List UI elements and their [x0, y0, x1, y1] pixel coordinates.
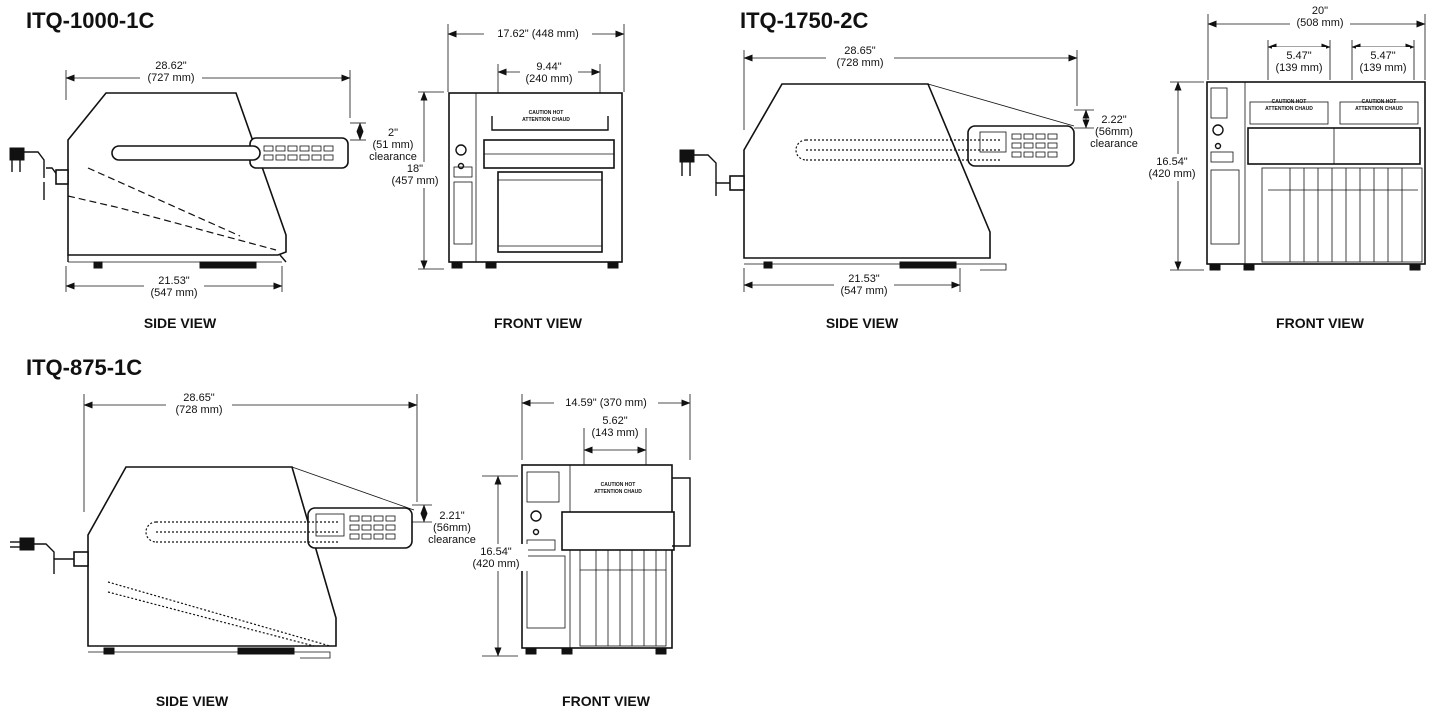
model-title-itq-875-1c: ITQ-875-1C [26, 355, 142, 380]
itq-1000-1c-front-view: 17.62" (448 mm) 9.44" (240 mm) CAUTION H… [388, 24, 625, 331]
dim-side-base: 21.53" [848, 273, 880, 285]
dim-side-length-mm: (728 mm) [175, 404, 222, 416]
dim-front-belt-a: 5.47" [1286, 50, 1311, 62]
warning-attention-left: ATTENTION CHAUD [1265, 106, 1313, 112]
dim-side-base: 21.53" [158, 275, 190, 287]
warning-caution-right: CAUTION HOT [1362, 99, 1397, 105]
dim-side-length-mm: (727 mm) [147, 72, 194, 84]
view-label-side: SIDE VIEW [156, 693, 229, 709]
dim-side-length: 28.65" [844, 45, 876, 57]
dim-front-belt-a-mm: (139 mm) [1275, 62, 1322, 74]
dim-clearance: 2.22" [1101, 114, 1126, 126]
dim-side-length-mm: (728 mm) [836, 57, 883, 69]
view-label-side: SIDE VIEW [826, 315, 899, 331]
dim-side-base-mm: (547 mm) [150, 287, 197, 299]
dim-front-width: 17.62" (448 mm) [497, 28, 579, 40]
dim-front-belt: 9.44" [536, 61, 561, 73]
warning-attention: ATTENTION CHAUD [594, 489, 642, 495]
dim-front-height: 16.54" [480, 546, 512, 558]
control-keypad [979, 131, 1058, 158]
model-title-itq-1000-1c: ITQ-1000-1C [26, 8, 154, 33]
dim-front-width-mm: (508 mm) [1296, 17, 1343, 29]
dim-clearance-label: clearance [369, 151, 417, 163]
itq-875-1c-side-view: 28.65" (728 mm) 2.21" (56mm) [10, 390, 476, 709]
itq-1000-1c-side-view: 28.62" (727 mm) 2" (51 mm) clearance [9, 59, 417, 331]
view-label-front: FRONT VIEW [562, 693, 651, 709]
dim-clearance-mm: (56mm) [1095, 126, 1133, 138]
dim-front-height: 16.54" [1156, 156, 1188, 168]
dim-clearance-label: clearance [1090, 138, 1138, 150]
dim-side-length: 28.65" [183, 392, 215, 404]
warning-attention: ATTENTION CHAUD [522, 117, 570, 123]
dim-clearance-label: clearance [428, 534, 476, 546]
dim-front-belt-b: 5.47" [1370, 50, 1395, 62]
itq-1750-2c-front-view: 20" (508 mm) 5.47" (139 mm) 5.47" (139 m… [1142, 4, 1426, 331]
view-label-side: SIDE VIEW [144, 315, 217, 331]
model-title-itq-1750-2c: ITQ-1750-2C [740, 8, 868, 33]
power-cord [679, 149, 745, 196]
warning-caution: CAUTION HOT [529, 110, 564, 116]
warning-caution: CAUTION HOT [601, 482, 636, 488]
dim-front-height-mm: (420 mm) [472, 558, 519, 570]
dim-front-height-mm: (420 mm) [1148, 168, 1195, 180]
warning-caution-left: CAUTION HOT [1272, 99, 1307, 105]
view-label-front: FRONT VIEW [494, 315, 583, 331]
itq-875-1c-front-view: 14.59" (370 mm) 5.62" (143 mm) CAUTION H… [466, 394, 691, 709]
dim-front-belt-b-mm: (139 mm) [1359, 62, 1406, 74]
dim-side-length: 28.62" [155, 60, 187, 72]
dim-clearance: 2.21" [439, 510, 464, 522]
dim-clearance-mm: (56mm) [433, 522, 471, 534]
itq-1750-2c-side-view: 28.65" (728 mm) 2.22" (56mm) cleara [679, 43, 1138, 331]
control-keypad [263, 145, 334, 161]
dim-front-height: 18" [407, 163, 423, 175]
warning-attention-right: ATTENTION CHAUD [1355, 106, 1403, 112]
dim-front-width: 14.59" (370 mm) [565, 397, 647, 409]
dim-front-belt-mm: (143 mm) [591, 427, 638, 439]
dim-clearance-mm: (51 mm) [373, 139, 414, 151]
dim-front-width: 20" [1312, 5, 1328, 17]
power-cord [10, 537, 89, 574]
control-keypad [315, 513, 396, 540]
power-cord [9, 147, 69, 200]
view-label-front: FRONT VIEW [1276, 315, 1365, 331]
dim-clearance: 2" [388, 127, 398, 139]
dim-front-height-mm: (457 mm) [391, 175, 438, 187]
dim-front-belt-mm: (240 mm) [525, 73, 572, 85]
dim-side-base-mm: (547 mm) [840, 285, 887, 297]
dim-front-belt: 5.62" [602, 415, 627, 427]
